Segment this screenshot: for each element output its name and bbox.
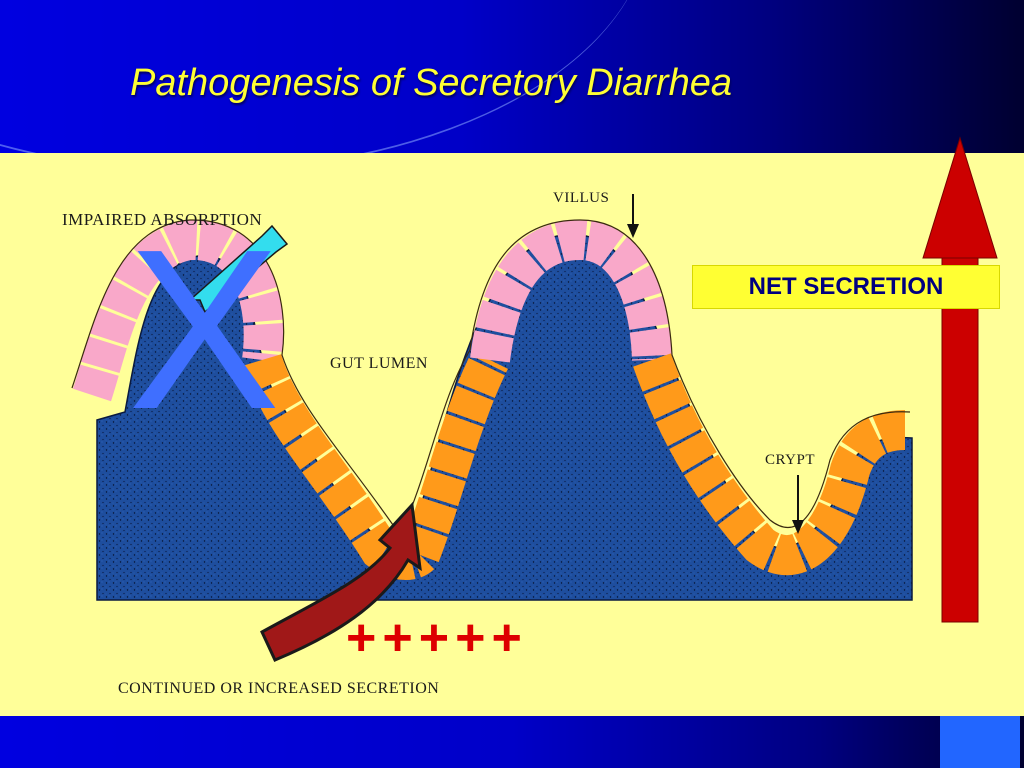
label-villus: VILLUS bbox=[553, 190, 610, 206]
footer-accent-box bbox=[940, 716, 1020, 768]
villus-pointer-arrowhead-icon bbox=[627, 224, 639, 238]
slide-header: Pathogenesis of Secretory Diarrhea bbox=[0, 0, 1024, 153]
secretion-curved-arrow-icon bbox=[260, 501, 422, 662]
label-impaired-absorption: IMPAIRED ABSORPTION bbox=[62, 210, 263, 229]
net-secretion-box: NET SECRETION bbox=[692, 265, 1000, 309]
epithelium-center-slope bbox=[401, 351, 508, 563]
epithelium-left-villus bbox=[72, 220, 284, 402]
secretion-plus-marks: +++++ bbox=[346, 609, 528, 667]
slide-footer bbox=[0, 716, 1024, 768]
label-crypt: CRYPT bbox=[765, 452, 816, 468]
label-continued-secretion: CONTINUED OR INCREASED SECRETION bbox=[118, 680, 440, 697]
crypt-pointer-arrowhead-icon bbox=[792, 520, 804, 534]
label-gut-lumen: GUT LUMEN bbox=[330, 355, 428, 372]
net-secretion-arrowhead-icon bbox=[922, 136, 998, 259]
absorption-arrow-icon bbox=[188, 224, 289, 314]
blocked-absorption-x-mark: X bbox=[128, 203, 281, 457]
epithelium-center-villus bbox=[470, 219, 672, 363]
net-secretion-label: NET SECRETION bbox=[748, 273, 944, 300]
slide-title: Pathogenesis of Secretory Diarrhea bbox=[130, 62, 732, 104]
net-secretion-arrow-shaft bbox=[941, 257, 979, 623]
epithelium-crypt bbox=[633, 353, 906, 576]
